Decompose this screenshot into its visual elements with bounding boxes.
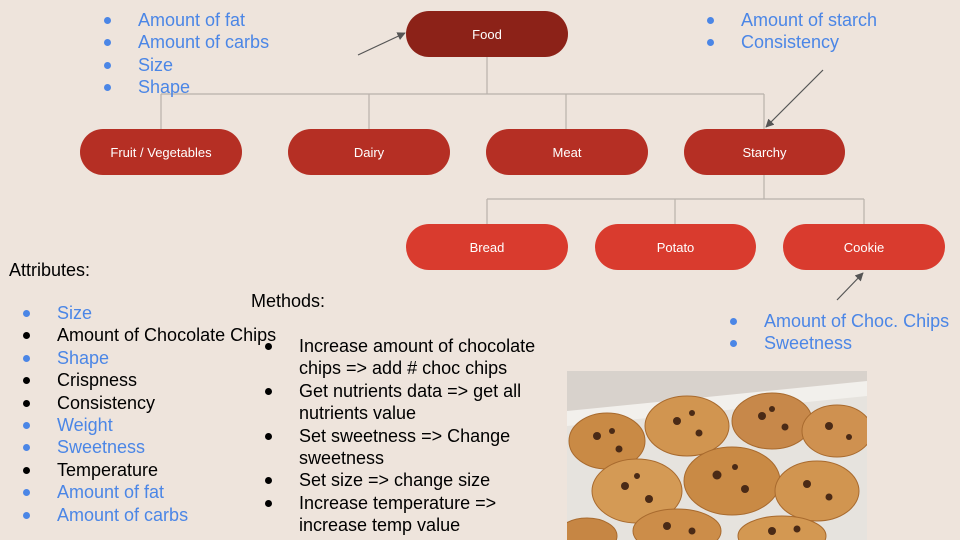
list-item: Sweetness: [730, 332, 949, 354]
attributes-heading: Attributes:: [9, 260, 91, 280]
method-line: increase temp value: [299, 515, 461, 536]
list-item: Temperature: [23, 459, 276, 481]
methods-heading: Methods:: [251, 291, 326, 311]
list-item: Amount of carbs: [23, 504, 276, 526]
list-item: Size: [23, 302, 276, 324]
list-item: Amount of fat: [104, 9, 269, 31]
list-item: Shape: [23, 347, 276, 369]
cookies-photo: [567, 371, 867, 540]
node-starchy: Starchy: [684, 129, 845, 175]
list-item: Weight: [23, 414, 276, 436]
list-item: Crispness: [23, 369, 276, 391]
list-item: Amount of starch: [707, 9, 877, 31]
node-dairy: Dairy: [288, 129, 450, 175]
arrow-to-food: [357, 32, 406, 56]
method-line: Increase temperature =>: [299, 492, 497, 513]
node-bread: Bread: [406, 224, 568, 270]
list-item: Set size => change size: [265, 469, 535, 491]
method-line: Set sweetness => Change: [299, 425, 511, 446]
list-item: Consistency: [23, 392, 276, 414]
list-item: Sweetness: [23, 436, 276, 458]
node-meat: Meat: [486, 129, 648, 175]
cookie-attributes-list: Amount of Choc. Chips Sweetness: [730, 310, 949, 355]
method-line: Get nutrients data => get all: [299, 380, 522, 401]
node-food: Food: [406, 11, 568, 57]
node-cookie: Cookie: [783, 224, 945, 270]
list-item: Amount of fat: [23, 481, 276, 503]
list-item: Shape: [104, 76, 269, 98]
list-item: Amount of Chocolate Chips: [23, 324, 276, 346]
list-item: Amount of Choc. Chips: [730, 310, 949, 332]
list-item: Increase temperature =>increase temp val…: [265, 492, 535, 537]
node-potato: Potato: [595, 224, 756, 270]
list-item: Consistency: [707, 31, 877, 53]
method-line: chips => add # choc chips: [299, 358, 508, 379]
arrow-to-starchy: [765, 69, 824, 128]
method-line: nutrients value: [299, 403, 417, 424]
method-line: sweetness: [299, 448, 385, 469]
method-line: Set size => change size: [299, 470, 491, 491]
list-item: Amount of carbs: [104, 31, 269, 53]
list-item: Size: [104, 54, 269, 76]
arrow-to-cookie: [836, 272, 864, 301]
food-attributes-list: Amount of fat Amount of carbs Size Shape: [104, 9, 269, 99]
starchy-attributes-list: Amount of starch Consistency: [707, 9, 877, 54]
node-fruit-vegetables: Fruit / Vegetables: [80, 129, 242, 175]
method-line: Increase amount of chocolate: [299, 336, 536, 356]
attributes-list: Size Amount of Chocolate Chips Shape Cri…: [23, 302, 276, 526]
